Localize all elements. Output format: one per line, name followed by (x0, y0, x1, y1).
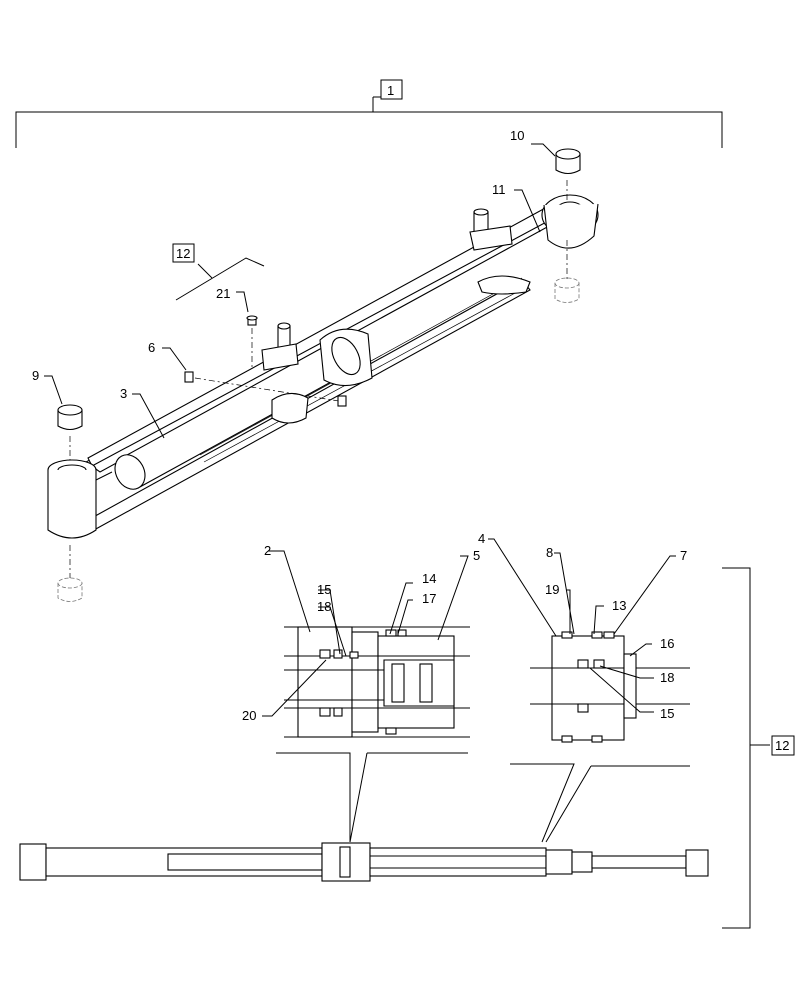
bushing-10-ghost (554, 277, 580, 303)
fitting-6 (184, 371, 194, 383)
callout-12-top: 12 (176, 246, 190, 261)
callout-9: 9 (32, 368, 39, 383)
callout-16: 16 (660, 636, 674, 651)
callout-17: 17 (422, 591, 436, 606)
callout-15-left: 15 (317, 582, 331, 597)
callout-18-right: 18 (660, 670, 674, 685)
bushing-10 (555, 148, 581, 175)
callout-18-left: 18 (317, 599, 331, 614)
callout-3: 3 (120, 386, 127, 401)
callout-8: 8 (546, 545, 553, 560)
callout-13: 13 (612, 598, 626, 613)
callout-2: 2 (264, 543, 271, 558)
callout-19: 19 (545, 582, 559, 597)
assembly-bracket (15, 79, 723, 148)
callout-14: 14 (422, 571, 436, 586)
callout-15-right: 15 (660, 706, 674, 721)
callout-10: 10 (510, 128, 524, 143)
callout-5: 5 (473, 548, 480, 563)
callout-20: 20 (242, 708, 256, 723)
section-detail-left (284, 626, 470, 738)
cylinder-assembly (47, 194, 599, 539)
callout-11: 11 (492, 182, 506, 197)
bushing-9-ghost (57, 577, 83, 602)
callout-7: 7 (680, 548, 687, 563)
callout-1: 1 (387, 83, 394, 98)
callout-21: 21 (216, 286, 230, 301)
callout-12-right: 12 (775, 738, 789, 753)
callout-6: 6 (148, 340, 155, 355)
bushing-9 (57, 404, 83, 431)
screw-21 (246, 315, 258, 326)
callout-4: 4 (478, 531, 485, 546)
cylinder-side-view (19, 842, 709, 882)
